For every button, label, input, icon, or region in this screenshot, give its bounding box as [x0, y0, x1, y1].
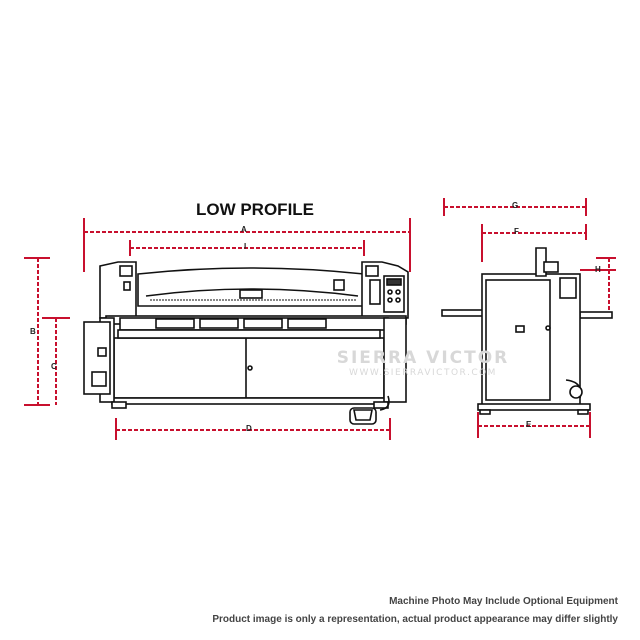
front-left-knob	[119, 265, 133, 277]
electrical-outlet	[91, 371, 107, 387]
front-right-leg	[383, 317, 407, 403]
watermark-brand: SIERRA VICTOR	[336, 348, 510, 368]
holddown-1	[155, 318, 195, 329]
front-hood-clamp	[239, 289, 263, 299]
front-hood-curve	[145, 288, 359, 297]
electrical-switch	[97, 347, 107, 357]
foot-pedal-top	[353, 409, 373, 421]
dim-label-h: H	[595, 265, 601, 274]
holddown-2	[199, 318, 239, 329]
control-display	[386, 278, 402, 286]
side-motor	[559, 277, 577, 299]
control-button-2	[395, 289, 401, 295]
foot-pedal-cable	[379, 395, 390, 411]
control-button-4	[395, 297, 401, 303]
control-button-1	[387, 289, 393, 295]
side-front-arm	[441, 309, 485, 317]
dim-label-f: F	[514, 227, 519, 236]
front-cabinet-latch	[247, 365, 253, 371]
dim-label-d: D	[246, 424, 252, 433]
watermark-url: WWW.SIERRAVICTOR.COM	[349, 368, 497, 378]
control-button-3	[387, 297, 393, 303]
side-view	[441, 247, 613, 415]
dim-label-b: B	[30, 327, 36, 336]
front-left-indicator	[123, 281, 131, 291]
side-door-label	[515, 325, 525, 333]
holddown-3	[243, 318, 283, 329]
front-base-plate	[111, 397, 389, 405]
dim-label-a: A	[241, 225, 247, 234]
front-right-panel	[369, 279, 381, 305]
side-top-knob	[543, 261, 559, 273]
dimension-lines	[24, 198, 616, 440]
front-cabinet-top	[117, 329, 381, 339]
front-right-knob	[365, 265, 379, 277]
disclaimer-line-1: Machine Photo May Include Optional Equip…	[389, 596, 618, 607]
side-foot-left	[479, 409, 491, 415]
dim-label-c: C	[51, 362, 57, 371]
side-door-latch	[545, 325, 551, 331]
holddown-4	[287, 318, 327, 329]
front-view	[83, 261, 409, 425]
front-hood-box	[333, 279, 345, 291]
watermark: SIERRA VICTOR WWW.SIERRAVICTOR.COM	[318, 348, 528, 378]
side-base-plate	[477, 403, 591, 411]
side-pedal	[569, 385, 583, 399]
disclaimer-line-2: Product image is only a representation, …	[212, 614, 618, 625]
dim-label-e: E	[526, 420, 532, 429]
side-foot-right	[577, 409, 589, 415]
front-foot-left	[111, 401, 127, 409]
side-back-arm	[579, 311, 613, 319]
side-door	[485, 279, 551, 401]
dim-label-g: G	[512, 201, 519, 210]
diagram-title: LOW PROFILE	[195, 200, 315, 219]
dim-label-i: I	[244, 242, 247, 251]
